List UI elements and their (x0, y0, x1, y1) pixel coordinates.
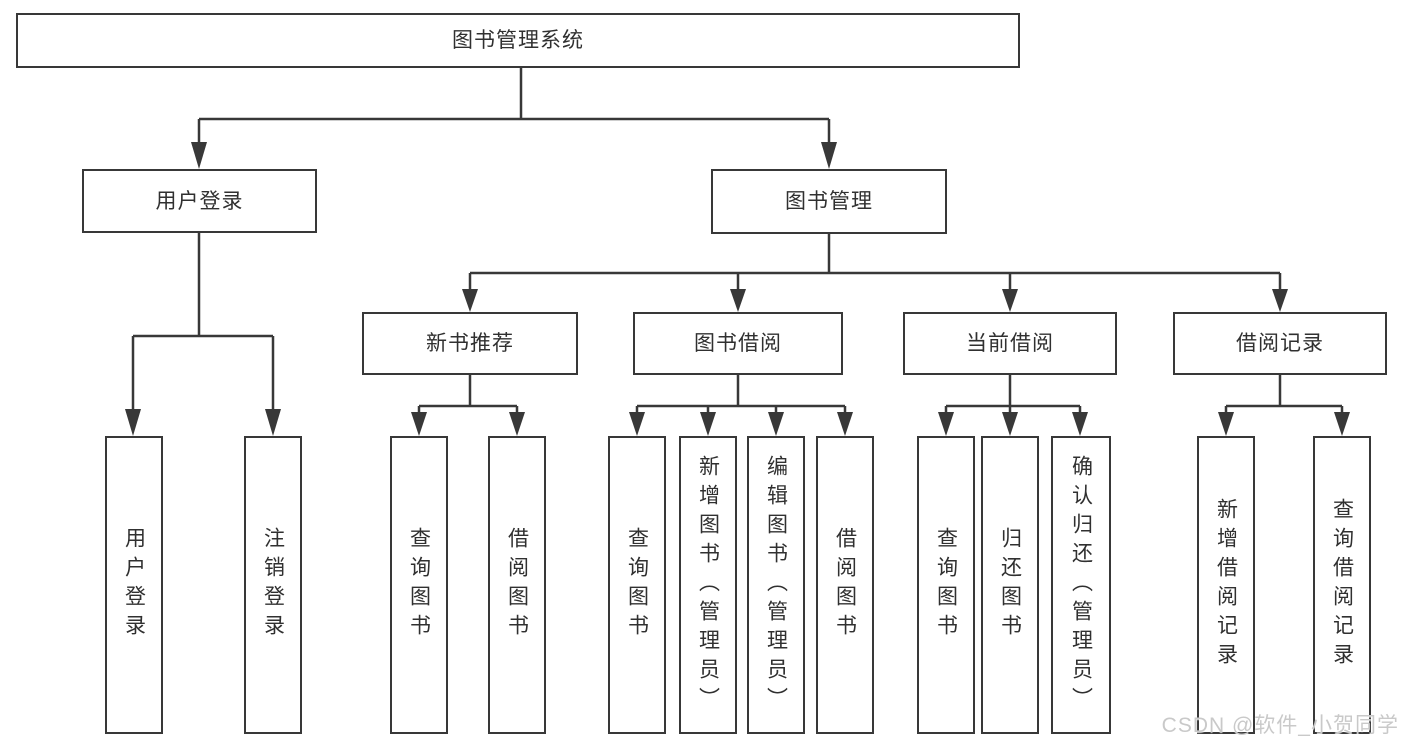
arrowhead (265, 409, 281, 436)
arrowhead (938, 412, 954, 436)
arrowhead (629, 412, 645, 436)
node-new-book-recommend: 新书推荐 (362, 312, 578, 375)
csdn-watermark: CSDN @软件_小贺同学 (1161, 714, 1399, 737)
arrowhead (411, 412, 427, 436)
node-label: 确认归还（管理员） (1069, 454, 1093, 716)
node-label: 图书管理系统 (452, 29, 584, 52)
arrowhead (821, 142, 837, 169)
node-label: 图书借阅 (694, 332, 782, 355)
leaf-query-borrow-record: 查询借阅记录 (1313, 436, 1371, 734)
node-label: 借阅记录 (1236, 332, 1324, 355)
arrowhead (191, 142, 207, 169)
leaf-query-books-current: 查询图书 (917, 436, 975, 734)
node-label: 用户登录 (122, 527, 146, 643)
leaf-return-books: 归还图书 (981, 436, 1039, 734)
node-book-management: 图书管理 (711, 169, 947, 234)
node-label: 归还图书 (998, 527, 1022, 643)
node-label: 图书管理 (785, 190, 873, 213)
node-label: 当前借阅 (966, 332, 1054, 355)
node-library-management-system: 图书管理系统 (16, 13, 1020, 68)
node-label: 编辑图书（管理员） (764, 454, 788, 716)
node-label: 新书推荐 (426, 332, 514, 355)
node-label: 借阅图书 (505, 527, 529, 643)
node-label: 注销登录 (261, 527, 285, 643)
arrowhead (730, 289, 746, 312)
leaf-user-login: 用户登录 (105, 436, 163, 734)
arrowhead (462, 289, 478, 312)
node-label: 查询借阅记录 (1330, 498, 1354, 672)
leaf-confirm-return-admin: 确认归还（管理员） (1051, 436, 1111, 734)
node-label: 新增借阅记录 (1214, 498, 1238, 672)
node-label: 新增图书（管理员） (696, 454, 720, 716)
arrowhead (837, 412, 853, 436)
arrowhead (509, 412, 525, 436)
leaf-borrow-books: 借阅图书 (816, 436, 874, 734)
arrowhead (768, 412, 784, 436)
arrowhead (1002, 289, 1018, 312)
arrowhead (125, 409, 141, 436)
arrowhead (700, 412, 716, 436)
leaf-add-borrow-record: 新增借阅记录 (1197, 436, 1255, 734)
arrowhead (1072, 412, 1088, 436)
node-label: 查询图书 (934, 527, 958, 643)
node-user-login-group: 用户登录 (82, 169, 317, 233)
node-current-borrowing: 当前借阅 (903, 312, 1117, 375)
leaf-add-books-admin: 新增图书（管理员） (679, 436, 737, 734)
tree-edges (131, 68, 1344, 414)
node-label: 查询图书 (625, 527, 649, 643)
leaf-query-books-borrowing: 查询图书 (608, 436, 666, 734)
node-label: 用户登录 (155, 189, 244, 213)
node-label: 查询图书 (407, 527, 431, 643)
leaf-query-books-recommend: 查询图书 (390, 436, 448, 734)
node-borrow-records: 借阅记录 (1173, 312, 1387, 375)
arrowhead (1002, 412, 1018, 436)
leaf-logout: 注销登录 (244, 436, 302, 734)
leaf-borrow-books-recommend: 借阅图书 (488, 436, 546, 734)
arrowhead (1272, 289, 1288, 312)
leaf-edit-books-admin: 编辑图书（管理员） (747, 436, 805, 734)
node-label: 借阅图书 (833, 527, 857, 643)
arrowhead (1334, 412, 1350, 436)
node-book-borrowing: 图书借阅 (633, 312, 843, 375)
arrowhead (1218, 412, 1234, 436)
